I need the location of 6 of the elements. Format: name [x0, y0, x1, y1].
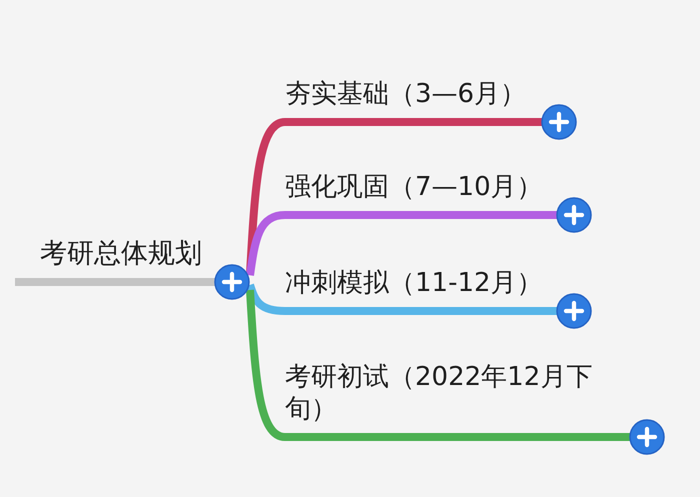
- topic-text: 考研总体规划: [40, 238, 203, 270]
- topic-text: 冲刺模拟（11-12月）: [285, 267, 544, 299]
- topic-text: 考研初试（2022年12月下旬）: [285, 361, 594, 425]
- topic-text: 强化巩固（7—10月）: [285, 171, 544, 203]
- branch-line: [246, 290, 286, 441]
- topic-text: 夯实基础（3—6月）: [285, 78, 528, 110]
